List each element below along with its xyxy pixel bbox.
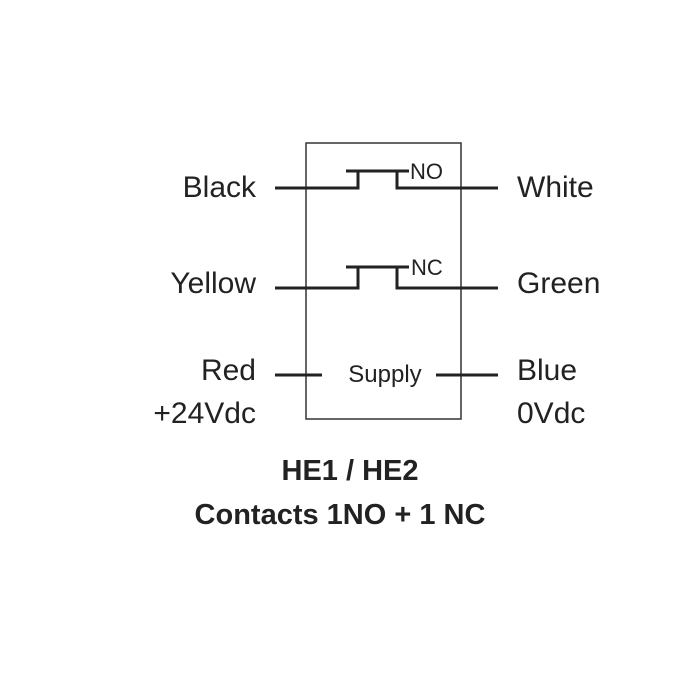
nc-contact-label: NC bbox=[411, 255, 443, 280]
wire-label-red-voltage: +24Vdc bbox=[153, 397, 256, 430]
supply-label: Supply bbox=[348, 361, 421, 388]
model-caption: HE1 / HE2 bbox=[282, 455, 419, 487]
wire-label-yellow: Yellow bbox=[170, 267, 256, 300]
wire-label-blue-voltage: 0Vdc bbox=[517, 397, 585, 430]
wire-label-green: Green bbox=[517, 267, 600, 300]
sensor-body-box bbox=[305, 142, 462, 420]
no-contact-symbol bbox=[275, 169, 498, 190]
no-contact-label: NO bbox=[410, 159, 443, 184]
wire-label-white: White bbox=[517, 171, 594, 204]
wire-label-blue: Blue bbox=[517, 354, 577, 387]
contacts-caption: Contacts 1NO + 1 NC bbox=[195, 499, 486, 531]
wire-label-black: Black bbox=[183, 171, 257, 204]
nc-contact-symbol bbox=[275, 265, 498, 290]
wire-label-red: Red bbox=[201, 354, 256, 387]
